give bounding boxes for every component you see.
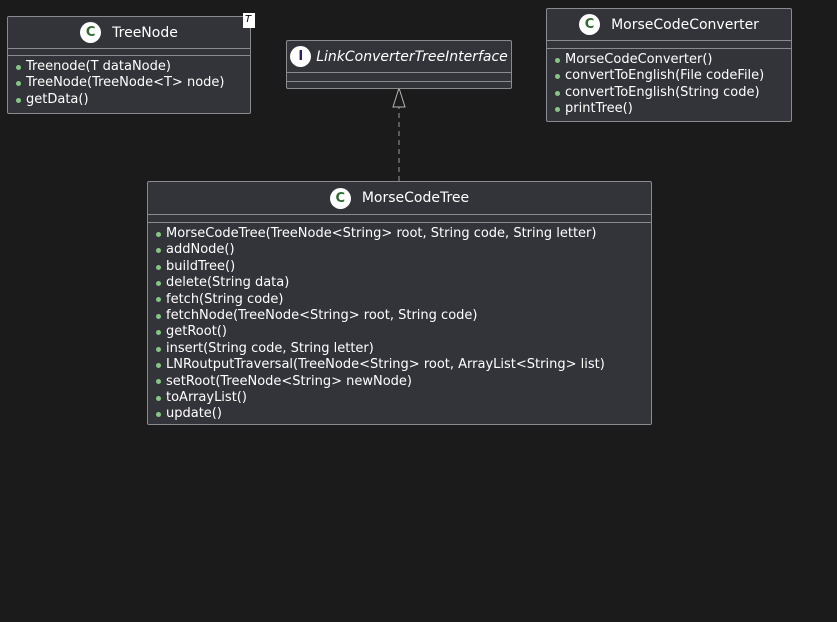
methods-section xyxy=(287,81,511,90)
method-row: fetchNode(TreeNode<String> root, String … xyxy=(148,308,651,324)
public-dot-icon xyxy=(156,280,161,286)
attributes-section xyxy=(8,48,250,55)
method-row: convertToEnglish(File codeFile) xyxy=(547,68,791,84)
class-converter-header: C MorseCodeConverter xyxy=(547,9,791,40)
class-morsecodetree[interactable]: C MorseCodeTree MorseCodeTree(TreeNode<S… xyxy=(147,181,652,425)
method-row: MorseCodeTree(TreeNode<String> root, Str… xyxy=(148,226,651,242)
method-row: printTree() xyxy=(547,101,791,117)
method-row: convertToEnglish(String code) xyxy=(547,85,791,101)
methods-section: Treenode(T dataNode) TreeNode(TreeNode<T… xyxy=(8,55,250,111)
method-row: MorseCodeConverter() xyxy=(547,52,791,68)
method-row: TreeNode(TreeNode<T> node) xyxy=(8,75,250,91)
method-row: Treenode(T dataNode) xyxy=(8,59,250,75)
method-row: LNRoutputTraversal(TreeNode<String> root… xyxy=(148,357,651,373)
method-row: addNode() xyxy=(148,242,651,258)
method-row: insert(String code, String letter) xyxy=(148,341,651,357)
class-converter-name: MorseCodeConverter xyxy=(611,16,759,33)
class-treenode-header: C TreeNode xyxy=(8,17,250,48)
public-dot-icon xyxy=(156,264,161,270)
attributes-section xyxy=(547,40,791,48)
class-morsecodetree-name: MorseCodeTree xyxy=(361,190,470,206)
attributes-section xyxy=(287,72,511,81)
public-dot-icon xyxy=(156,362,161,368)
interface-header: I LinkConverterTreeInterface xyxy=(287,41,511,72)
public-dot-icon xyxy=(555,90,560,96)
method-row: toArrayList() xyxy=(148,390,651,406)
method-row: getData() xyxy=(8,92,250,108)
class-morsecodeconverter[interactable]: C MorseCodeConverter MorseCodeConverter(… xyxy=(546,8,792,122)
public-dot-icon xyxy=(156,395,161,401)
method-row: update() xyxy=(148,406,651,422)
class-treenode-name: TreeNode xyxy=(112,24,178,41)
realization-arrowhead xyxy=(392,86,406,108)
interface-name: LinkConverterTreeInterface xyxy=(316,48,508,65)
attributes-section xyxy=(148,214,651,222)
public-dot-icon xyxy=(156,379,161,385)
class-morsecodetree-header: C MorseCodeTree xyxy=(148,182,651,214)
interface-i-icon: I xyxy=(290,46,312,67)
method-row: getRoot() xyxy=(148,324,651,340)
public-dot-icon xyxy=(156,330,161,336)
public-dot-icon xyxy=(555,74,560,80)
public-dot-icon xyxy=(16,64,21,70)
method-row: fetch(String code) xyxy=(148,292,651,308)
methods-section: MorseCodeConverter() convertToEnglish(Fi… xyxy=(547,48,791,121)
method-row: delete(String data) xyxy=(148,275,651,291)
public-dot-icon xyxy=(555,57,560,63)
method-row: buildTree() xyxy=(148,259,651,275)
class-c-icon: C xyxy=(80,22,102,43)
interface-linkconvertertree[interactable]: I LinkConverterTreeInterface xyxy=(286,40,512,89)
public-dot-icon xyxy=(16,81,21,87)
methods-section: MorseCodeTree(TreeNode<String> root, Str… xyxy=(148,222,651,426)
public-dot-icon xyxy=(156,313,161,319)
class-c-icon: C xyxy=(579,14,601,35)
class-c-icon: C xyxy=(329,187,351,209)
public-dot-icon xyxy=(156,231,161,237)
public-dot-icon xyxy=(156,248,161,254)
generic-type-label: T xyxy=(243,13,255,28)
method-row: setRoot(TreeNode<String> newNode) xyxy=(148,374,651,390)
public-dot-icon xyxy=(156,297,161,303)
public-dot-icon xyxy=(156,412,161,418)
public-dot-icon xyxy=(156,346,161,352)
class-treenode[interactable]: C TreeNode Treenode(T dataNode) TreeNode… xyxy=(7,16,251,114)
public-dot-icon xyxy=(16,97,21,103)
public-dot-icon xyxy=(555,106,560,112)
